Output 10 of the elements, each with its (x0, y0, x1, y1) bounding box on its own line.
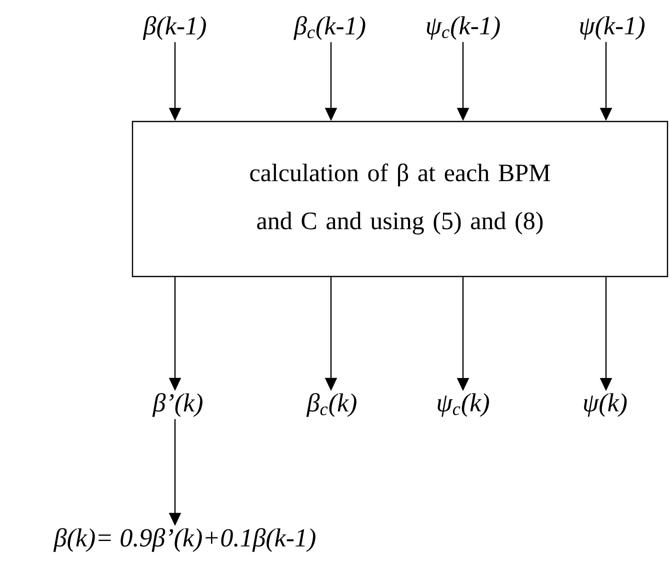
variable-label: β’(k) (152, 393, 202, 417)
variable-label: β(k-1) (142, 16, 206, 40)
variable-label: β$_{c}$(k) (306, 393, 356, 417)
variable-label: ψ(k-1) (580, 16, 645, 40)
variable-label: ψ(k) (584, 393, 627, 417)
variable-label: ψ$_{c}$(k-1) (426, 16, 500, 40)
formula-label: β(k)= 0.9β’(k)+0.1β(k-1) (53, 528, 316, 552)
variable-label: ψ$_{c}$(k) (438, 393, 489, 417)
variable-label: β$_{c}$(k-1) (294, 16, 366, 40)
process-box: calculation of β at each BPM and C and using (5) and (8) (132, 120, 668, 278)
